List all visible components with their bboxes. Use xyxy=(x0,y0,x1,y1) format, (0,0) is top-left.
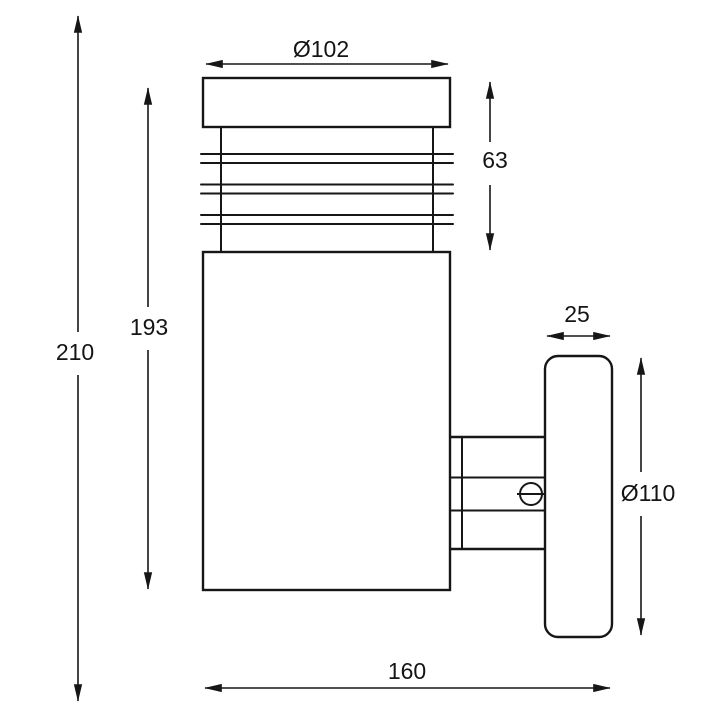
wall-plate xyxy=(543,354,614,639)
louver-slats xyxy=(200,153,454,225)
dimension-top-diameter: Ø102 xyxy=(205,36,449,69)
dimension-plate-depth: 25 xyxy=(546,301,611,341)
dimension-label-grill-height: 63 xyxy=(482,147,508,173)
dimension-label-overall-height: 210 xyxy=(56,339,94,365)
dimension-plate-diameter: Ø110 xyxy=(621,357,676,636)
dimension-overall-projection: 160 xyxy=(204,658,611,693)
dimension-label-overall-projection: 160 xyxy=(388,658,426,684)
dimension-label-top-diameter: Ø102 xyxy=(293,36,349,62)
dimensions: Ø102 63 193 210 2 xyxy=(56,15,676,702)
dimension-label-body-height: 193 xyxy=(130,314,168,340)
dimension-label-plate-depth: 25 xyxy=(564,301,590,327)
dimension-overall-height: 210 xyxy=(56,15,94,702)
dimension-grill-height: 63 xyxy=(482,81,508,251)
lamp-top-cap xyxy=(201,76,452,129)
mounting-arm xyxy=(450,435,545,551)
lamp-body xyxy=(201,250,452,592)
dimension-label-plate-diameter: Ø110 xyxy=(621,480,676,506)
screw-head xyxy=(519,482,543,506)
dimension-body-height: 193 xyxy=(130,87,168,590)
light-fixture-drawing xyxy=(200,76,614,639)
